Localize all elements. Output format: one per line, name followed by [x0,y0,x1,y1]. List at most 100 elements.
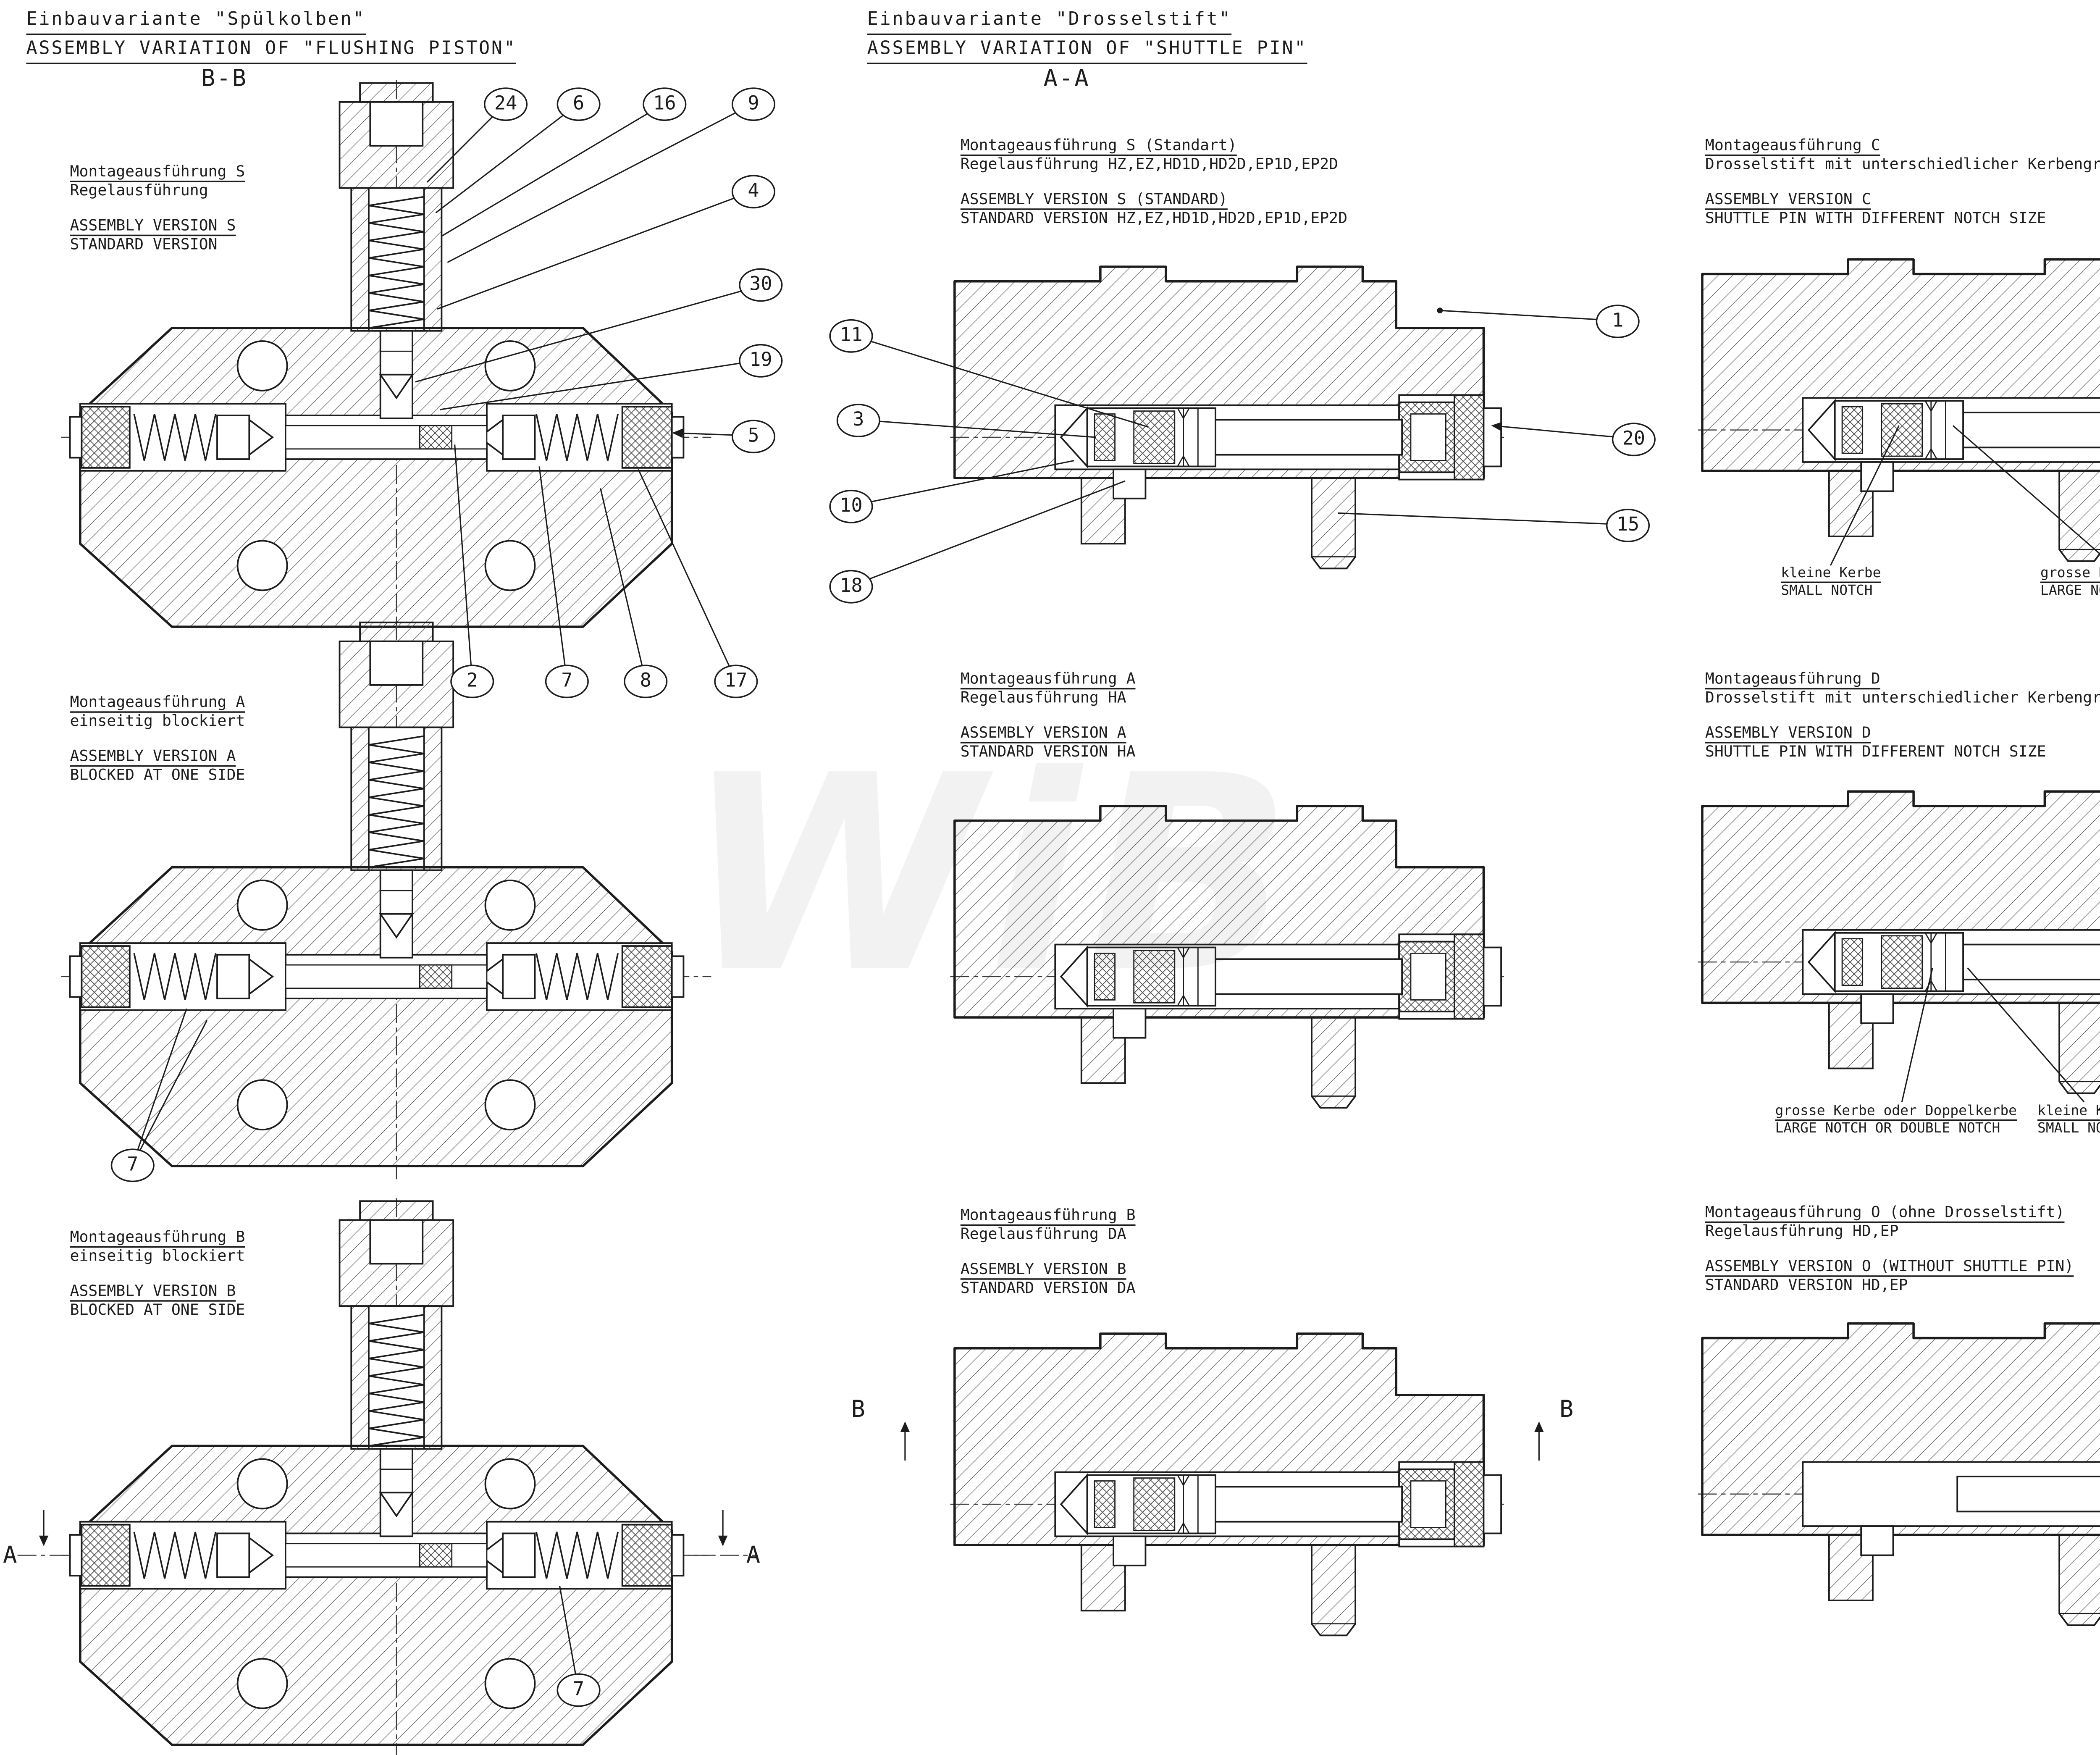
label-shuttle-version-b: Montageausführung B Regelausführung DA A… [961,1207,1136,1299]
callout-5: 5 [731,420,776,454]
callout-7-view-b: 7 [556,1673,601,1707]
callout-8: 8 [624,665,668,699]
note-de: kleine Kerbe [2037,1103,2100,1119]
label-de-sub: Regelausführung DA [960,1226,1126,1243]
label-en-sub: STANDARD VERSION HA [960,743,1136,761]
callout-3: 3 [836,404,880,437]
label-en-title: ASSEMBLY VERSION O (WITHOUT SHUTTLE PIN) [1705,1258,2074,1276]
label-shuttle-version-a: Montageausführung A Regelausführung HA A… [961,670,1136,762]
callout-30: 30 [739,268,783,302]
label-de-sub: Regelausführung [70,182,208,200]
note-de: grosse Kerbe oder Doppelkerbe [1775,1103,2017,1119]
label-en-sub: STANDARD VERSION [70,236,218,254]
label-de-title: Montageausführung C [1705,137,1880,155]
note-en: SMALL NOTCH [1781,583,1873,599]
label-shuttle-version-s: Montageausführung S (Standart) Regelausf… [961,137,1347,229]
callout-7-view-a: 7 [110,1148,155,1182]
callout-9: 9 [731,87,776,121]
label-en-title: ASSEMBLY VERSION S (STANDARD) [960,191,1228,209]
label-flush-version-b: Montageausführung B einseitig blockiert … [70,1229,245,1321]
label-de-title: Montageausführung S (Standart) [960,137,1237,155]
label-de-sub: Regelausführung HZ,EZ,HD1D,HD2D,EP1D,EP2… [960,156,1339,173]
shuttle-pin-view-s [1060,407,1216,468]
cut-letter-a-left: A [3,1540,17,1568]
label-de-title: Montageausführung D [1705,670,1880,688]
shuttle-pin-view-c [1808,400,1964,460]
label-de-title: Montageausführung O (ohne Drosselstift) [1705,1204,2065,1222]
callout-10: 10 [829,489,873,523]
callout-19: 19 [739,344,783,378]
section-mark-aa: A-A [1043,64,1090,92]
cut-letter-a-right: A [746,1540,761,1568]
note-large-notch-c: grosse Kerbe oder Doppelkerbe LARGE NOTC… [2040,565,2100,600]
leader-lines [132,102,2100,1691]
label-de-title: Montageausführung B [70,1229,245,1246]
label-de-title: Montageausführung A [70,694,245,712]
cut-letter-b-right: B [1559,1395,1574,1423]
note-large-notch-d: grosse Kerbe oder Doppelkerbe LARGE NOTC… [1775,1103,2017,1138]
cut-letter-b-left: B [851,1395,865,1423]
label-de-sub: einseitig blockiert [70,1248,245,1265]
label-de-sub: einseitig blockiert [70,712,245,730]
shuttle-pin-view-b [1060,1474,1216,1534]
label-en-sub: SHUTTLE PIN WITH DIFFERENT NOTCH SIZE [1705,210,2046,228]
label-de-title: Montageausführung A [960,670,1136,688]
label-flush-version-s: Montageausführung S Regelausführung ASSE… [70,163,245,255]
label-shuttle-version-c: Montageausführung C Drosselstift mit unt… [1705,137,2100,229]
left-column-title: Einbauvariante "Spülkolben" ASSEMBLY VAR… [26,6,517,64]
label-en-title: ASSEMBLY VERSION A [960,724,1126,742]
middle-column-title: Einbauvariante "Drosselstift" ASSEMBLY V… [867,6,1307,64]
callout-1: 1 [1596,305,1640,339]
label-en-sub: STANDARD VERSION HZ,EZ,HD1D,HD2D,EP1D,EP… [960,210,1348,228]
note-en: LARGE NOTCH OR DOUBLE NOTCH [1775,1121,2000,1137]
note-small-notch-c: kleine Kerbe SMALL NOTCH [1781,565,1881,600]
note-en: SMALL NOTCH [2037,1121,2100,1137]
shuttle-block-view-a [950,806,1504,1108]
label-de-title: Montageausführung B [960,1207,1136,1224]
callout-7: 7 [545,665,589,699]
callout-15: 15 [1606,509,1650,542]
left-title-de: Einbauvariante "Spülkolben" [26,6,366,35]
middle-title-en: ASSEMBLY VARIATION OF "SHUTTLE PIN" [867,35,1307,64]
label-shuttle-version-o: Montageausführung O (ohne Drosselstift) … [1705,1204,2074,1296]
callout-6: 6 [556,87,601,121]
note-en: LARGE NOTCH OR DOUBLE NOTCH [2040,583,2100,599]
label-en-title: ASSEMBLY VERSION S [70,217,236,235]
label-flush-version-a: Montageausführung A einseitig blockiert … [70,694,245,786]
label-en-title: ASSEMBLY VERSION C [1705,191,1871,209]
middle-title-de: Einbauvariante "Drosselstift" [867,6,1232,35]
callout-24: 24 [484,87,528,121]
callout-18: 18 [829,570,873,604]
label-en-title: ASSEMBLY VERSION B [960,1261,1126,1279]
label-shuttle-version-d: Montageausführung D Drosselstift mit unt… [1705,670,2100,762]
label-en-title: ASSEMBLY VERSION D [1705,724,1871,742]
note-small-notch-d: kleine Kerbe SMALL NOTCH [2037,1103,2100,1138]
label-de-sub: Regelausführung HD,EP [1705,1223,1899,1240]
shuttle-pin-view-a [1060,946,1216,1007]
callout-2: 2 [450,665,494,699]
label-en-sub: STANDARD VERSION HD,EP [1705,1277,1908,1295]
section-mark-bb: B-B [201,64,248,92]
label-en-title: ASSEMBLY VERSION A [70,748,236,765]
shuttle-block-view-o [1698,1324,2100,1625]
left-title-en: ASSEMBLY VARIATION OF "FLUSHING PISTON" [26,35,517,64]
label-de-sub: Drosselstift mit unterschiedlicher Kerbe… [1705,689,2100,707]
shuttle-block-view-s [950,267,1504,568]
callout-16: 16 [643,87,687,121]
label-en-sub: SHUTTLE PIN WITH DIFFERENT NOTCH SIZE [1705,743,2046,761]
label-de-sub: Drosselstift mit unterschiedlicher Kerbe… [1705,156,2100,173]
label-en-sub: BLOCKED AT ONE SIDE [70,1301,245,1319]
callout-4: 4 [731,175,776,209]
label-en-sub: BLOCKED AT ONE SIDE [70,767,245,784]
label-en-title: ASSEMBLY VERSION B [70,1282,236,1300]
label-en-sub: STANDARD VERSION DA [960,1279,1136,1298]
note-de: grosse Kerbe oder Doppelkerbe [2040,565,2100,582]
section-cut-marks [17,1421,1544,1556]
label-de-sub: Regelausführung HA [960,689,1126,707]
label-de-title: Montageausführung S [70,163,245,181]
callout-11: 11 [829,319,873,353]
shuttle-block-view-b [950,1334,1504,1635]
shuttle-pin-view-d [1808,932,1964,992]
